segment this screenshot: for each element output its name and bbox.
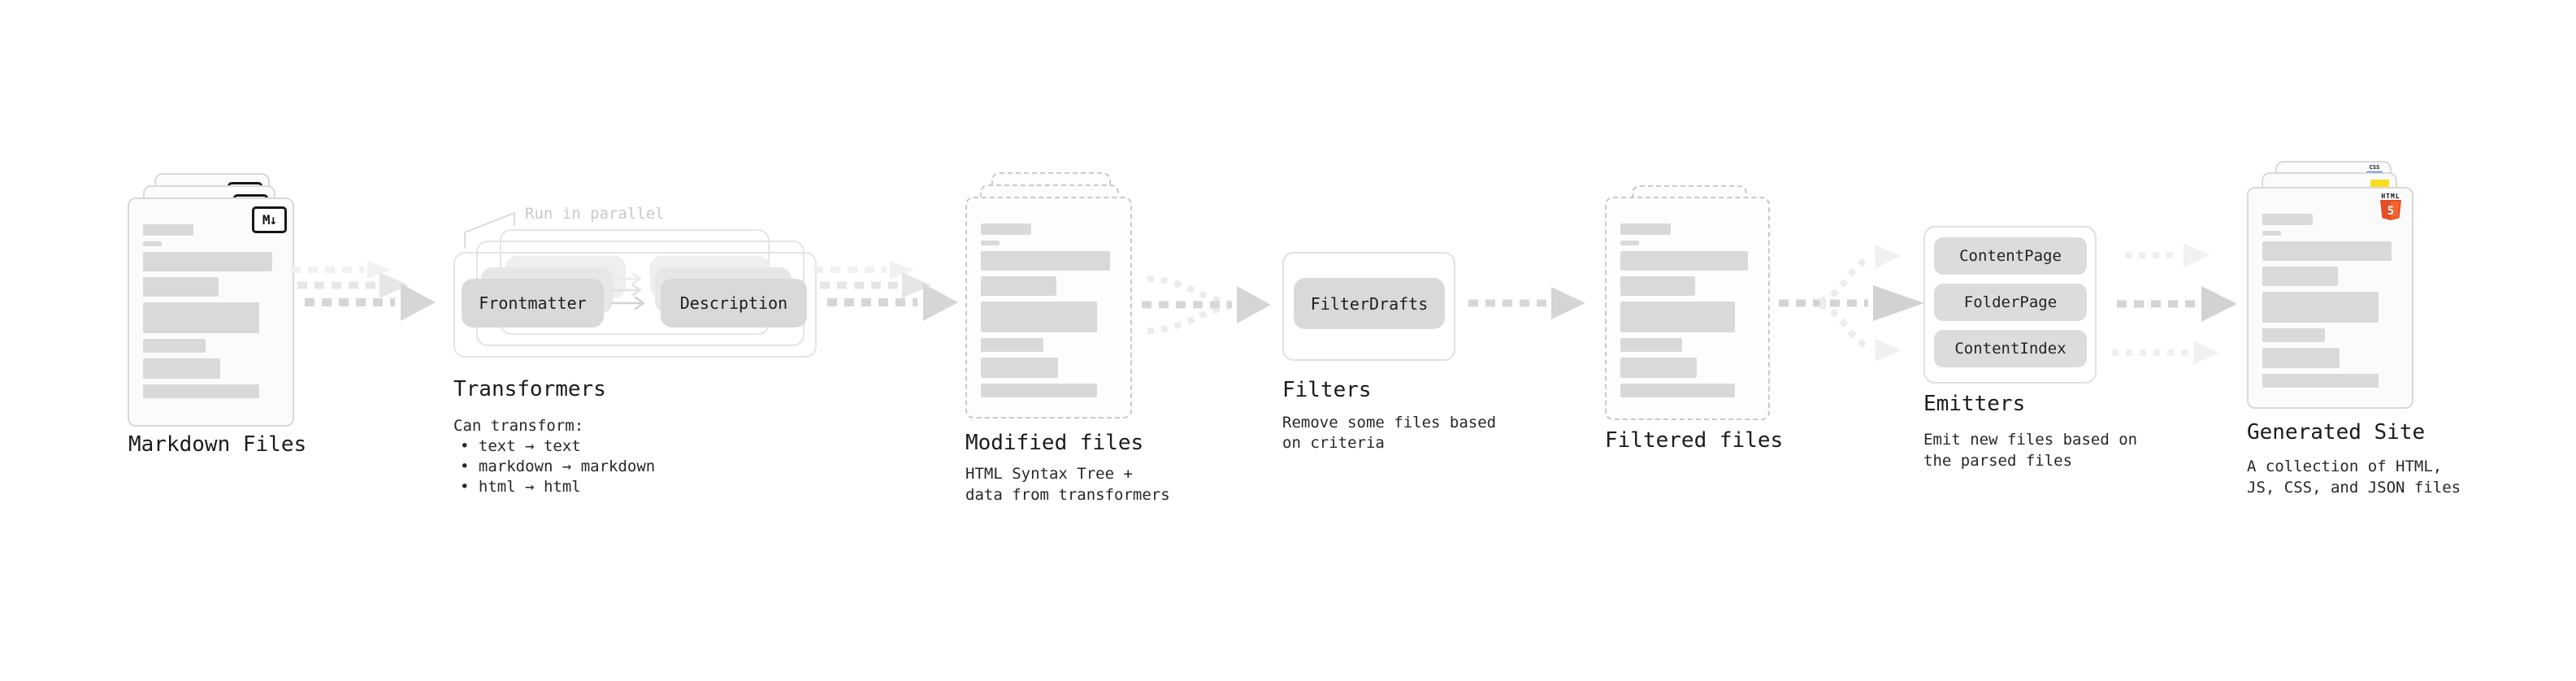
- content-bar: [981, 223, 1032, 235]
- file-content-placeholder: [2262, 214, 2396, 393]
- stage-label-filtered-files: Filtered files: [1605, 428, 1784, 453]
- transformers-bullet: • markdown → markdown: [460, 458, 656, 475]
- file-card-dashed: [1605, 197, 1770, 420]
- file-card-dashed: [965, 197, 1132, 419]
- arrow-transformers-to-modified: [813, 261, 958, 321]
- content-bar: [143, 224, 194, 236]
- emitter-pill-contentpage: ContentPage: [1934, 237, 2087, 275]
- content-bar: [2262, 348, 2340, 368]
- content-bar: [2262, 214, 2314, 225]
- content-bar: [2262, 328, 2326, 342]
- content-bar: [143, 339, 206, 353]
- content-bar: [143, 302, 259, 333]
- content-bar: [981, 358, 1059, 378]
- arrow-filters-to-filtered: [1468, 287, 1585, 319]
- stage-label-markdown-files: Markdown Files: [128, 432, 307, 457]
- content-bar: [981, 241, 1000, 245]
- content-bar: [2262, 231, 2281, 236]
- content-bar: [1620, 338, 1683, 352]
- file-content-placeholder: [1620, 223, 1752, 403]
- generated-site-desc: A collection of HTML, JS, CSS, and JSON …: [2247, 458, 2461, 497]
- content-bar: [981, 276, 1057, 296]
- emitters-desc: Emit new files based on the parsed files: [1923, 431, 2138, 470]
- file-content-placeholder: [981, 223, 1114, 403]
- transformers-bullet: • text → text: [460, 437, 581, 455]
- content-bar: [1620, 223, 1671, 235]
- transformers-desc-title: Can transform:: [453, 417, 584, 435]
- content-bar: [981, 251, 1111, 271]
- note-connector-line: [464, 211, 515, 249]
- transformer-layer: [453, 252, 817, 358]
- arrow-split-to-emitters: [1779, 245, 1924, 362]
- stage-label-emitters: Emitters: [1923, 392, 2026, 416]
- markdown-icon: M↓: [252, 206, 287, 233]
- arrow-merge-to-filters: [1142, 275, 1271, 334]
- run-in-parallel-note: Run in parallel: [525, 205, 665, 223]
- file-card: M↓: [128, 197, 294, 427]
- stage-label-modified-files: Modified files: [965, 431, 1144, 455]
- transformer-pill-frontmatter: Frontmatter: [462, 279, 604, 327]
- transformer-pill-description: Description: [661, 279, 807, 327]
- content-bar: [2262, 374, 2379, 388]
- content-bar: [143, 358, 221, 379]
- content-bar: [981, 384, 1097, 397]
- parallel-arrows-icon: [611, 272, 645, 310]
- content-bar: [143, 241, 162, 246]
- modified-files-desc: HTML Syntax Tree + data from transformer…: [965, 465, 1170, 504]
- content-bar: [143, 277, 219, 297]
- stage-label-generated-site: Generated Site: [2247, 420, 2426, 445]
- content-bar: [1620, 241, 1639, 245]
- content-bar: [2262, 241, 2392, 261]
- content-bar: [2262, 292, 2379, 323]
- transformers-bullet: • html → html: [460, 478, 581, 496]
- filters-desc: Remove some files based on criteria: [1282, 414, 1497, 452]
- stage-label-transformers: Transformers: [453, 377, 606, 401]
- html5-shield: 5: [2380, 200, 2401, 220]
- html5-icon: HTML 5: [2379, 193, 2402, 221]
- content-bar: [2262, 267, 2339, 286]
- content-bar: [981, 338, 1044, 352]
- filter-pill-filterdrafts: FilterDrafts: [1294, 278, 1445, 329]
- arrow-markdown-to-transformers: [291, 261, 436, 321]
- content-bar: [143, 384, 259, 398]
- content-bar: [1620, 301, 1735, 332]
- arrow-emitters-to-site: [2112, 243, 2237, 365]
- emitter-pill-folderpage: FolderPage: [1934, 284, 2087, 321]
- content-bar: [981, 301, 1097, 332]
- content-bar: [1620, 251, 1749, 271]
- emitter-pill-contentindex: ContentIndex: [1934, 330, 2087, 367]
- file-content-placeholder: [143, 224, 276, 404]
- content-bar: [1620, 358, 1697, 378]
- file-card: HTML 5: [2247, 187, 2413, 409]
- svg-text:5: 5: [2387, 205, 2394, 218]
- content-bar: [143, 252, 273, 271]
- stage-label-filters: Filters: [1282, 378, 1372, 402]
- content-bar: [1620, 384, 1735, 397]
- content-bar: [1620, 276, 1696, 296]
